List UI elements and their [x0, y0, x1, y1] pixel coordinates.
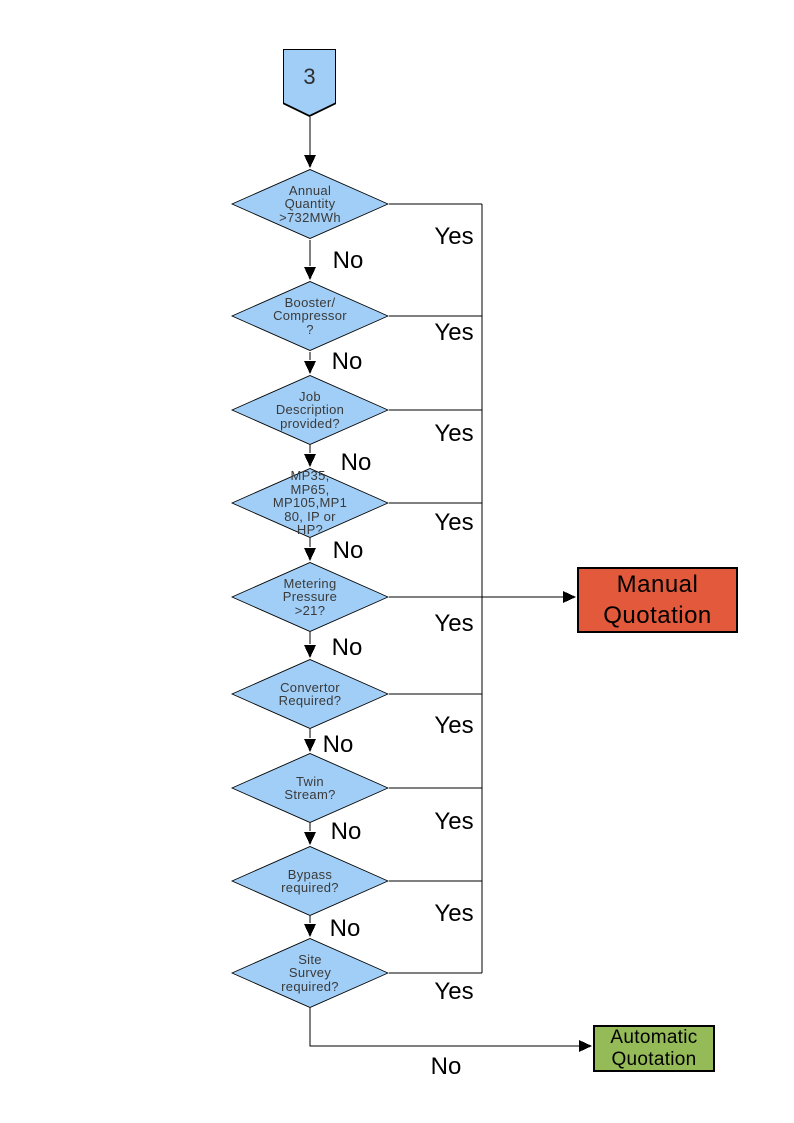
decision-label: Annual Quantity >732MWh	[279, 182, 341, 225]
edge-label-yes-metering-pressure: Yes	[434, 610, 474, 637]
edge-label-no-site-survey: No	[430, 1053, 462, 1080]
automatic-quotation-box: Automatic Quotation	[593, 1025, 715, 1072]
edge-label-yes-annual-quantity: Yes	[434, 223, 474, 250]
arrowheads-down	[304, 155, 316, 937]
arrowheads-right	[563, 591, 592, 1052]
decision-label: Twin Stream?	[284, 773, 336, 802]
edge-label-no-booster-compressor: No	[331, 348, 363, 375]
decision-site-survey: Site Survey required?	[231, 938, 389, 1008]
decision-label: Convertor Required?	[278, 679, 342, 708]
decision-label: Site Survey required?	[281, 951, 339, 994]
decision-label: Bypass required?	[281, 866, 339, 895]
edge-label-no-pressure-tier: No	[332, 537, 364, 564]
edge-label-yes-bypass-required: Yes	[434, 900, 474, 927]
edge-label-yes-site-survey: Yes	[434, 978, 474, 1005]
decision-metering-pressure: Metering Pressure >21?	[231, 562, 389, 632]
edge-label-yes-convertor-required: Yes	[434, 712, 474, 739]
decision-booster-compressor: Booster/ Compressor ?	[231, 281, 389, 351]
edge-label-no-convertor-required: No	[322, 731, 354, 758]
decision-bypass-required: Bypass required?	[231, 846, 389, 916]
edge-label-no-bypass-required: No	[329, 915, 361, 942]
decision-convertor-required: Convertor Required?	[231, 659, 389, 729]
offpage-connector-start: 3	[283, 49, 336, 117]
decision-job-description: Job Description provided?	[231, 375, 389, 445]
edge-label-no-job-description: No	[340, 449, 372, 476]
decision-label: Job Description provided?	[275, 388, 345, 431]
edge-label-no-metering-pressure: No	[331, 634, 363, 661]
manual-quotation-box: Manual Quotation	[577, 567, 738, 633]
decision-pressure-tier: MP35, MP65, MP105,MP1 80, IP or HP?	[231, 468, 389, 538]
start-label: 3	[303, 64, 316, 89]
decision-twin-stream: Twin Stream?	[231, 753, 389, 823]
connector-lines	[309, 117, 579, 1047]
edge-label-yes-twin-stream: Yes	[434, 808, 474, 835]
edge-label-yes-job-description: Yes	[434, 420, 474, 447]
edge-label-no-twin-stream: No	[330, 818, 362, 845]
decision-annual-quantity: Annual Quantity >732MWh	[231, 169, 389, 239]
edge-label-yes-pressure-tier: Yes	[434, 509, 474, 536]
edge-label-yes-booster-compressor: Yes	[434, 319, 474, 346]
decision-label: Booster/ Compressor ?	[273, 294, 347, 337]
edge-label-no-annual-quantity: No	[332, 247, 364, 274]
decision-label: Metering Pressure >21?	[282, 575, 338, 618]
decision-label: MP35, MP65, MP105,MP1 80, IP or HP?	[272, 468, 348, 538]
